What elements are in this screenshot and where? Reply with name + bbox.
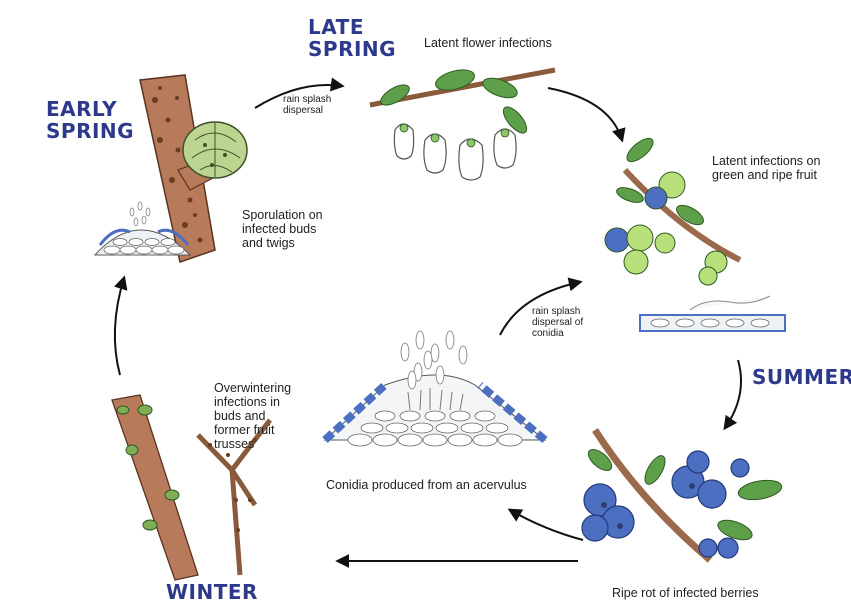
caption-sporulation-line-3: and twigs	[242, 236, 295, 250]
infected-flowers-illustration	[369, 67, 556, 181]
season-early-spring-line-2: SPRING	[46, 119, 135, 143]
arrow-label-rain-splash-2-line-1: rain splash	[532, 306, 581, 317]
caption-overwintering: Overwintering infections in buds and for…	[214, 381, 291, 451]
arrow-winter-to-early-spring	[113, 275, 128, 376]
caption-sporulation: Sporulation on infected buds and twigs	[242, 208, 323, 250]
arrow-early-to-late-spring	[254, 77, 345, 109]
caption-overwintering-line-1: Overwintering	[214, 381, 292, 395]
season-early-spring-line-1: EARLY	[46, 97, 118, 121]
caption-latent-fruit-line-1: Latent infections on	[712, 154, 821, 168]
latent-fruit-illustration	[604, 137, 786, 332]
arrow-label-rain-splash-2-line-2: dispersal of	[532, 317, 584, 328]
acervulus-illustration	[322, 330, 548, 447]
cycle-arrows	[113, 77, 742, 568]
arrow-label-rain-splash-conidia: rain splash dispersal of conidia	[532, 306, 583, 339]
caption-latent-fruit-line-2: green and ripe fruit	[712, 168, 817, 182]
ripe-rot-illustration	[581, 428, 783, 563]
caption-ripe-rot: Ripe rot of infected berries	[612, 586, 759, 600]
arrow-late-spring-to-summer	[547, 87, 626, 143]
arrow-label-rain-splash-2-line-3: conidia	[532, 328, 564, 339]
arrow-label-rain-splash-1-line-2: dispersal	[283, 105, 324, 116]
season-early-spring: EARLY SPRING	[46, 98, 134, 142]
arrow-summer-to-ripe-rot	[723, 359, 742, 431]
caption-overwintering-line-4: former fruit	[214, 423, 275, 437]
caption-overwintering-line-5: trusses	[214, 437, 255, 451]
season-late-spring-line-1: LATE	[308, 15, 364, 39]
sporulation-cross-section	[93, 201, 192, 256]
season-late-spring: LATE SPRING	[308, 16, 396, 60]
season-winter: WINTER	[166, 580, 258, 604]
caption-conidia: Conidia produced from an acervulus	[326, 478, 527, 492]
overwintering-shoots-illustration	[111, 394, 272, 581]
arrow-ripe-rot-to-conidia	[507, 508, 584, 541]
arrow-label-rain-splash-1-line-1: rain splash	[283, 94, 332, 105]
arrow-conidia-to-summer	[499, 277, 583, 336]
caption-latent-fruit: Latent infections on green and ripe frui…	[712, 154, 820, 182]
season-late-spring-line-2: SPRING	[308, 37, 397, 61]
caption-overwintering-line-2: infections in	[214, 395, 281, 409]
caption-latent-flower: Latent flower infections	[424, 36, 552, 50]
infected-twig-illustration	[139, 74, 248, 263]
arrow-label-rain-splash-dispersal: rain splash dispersal	[283, 94, 331, 116]
season-summer: SUMMER	[752, 365, 851, 389]
caption-sporulation-line-1: Sporulation on	[242, 208, 323, 222]
caption-sporulation-line-2: infected buds	[242, 222, 317, 236]
caption-overwintering-line-3: buds and	[214, 409, 266, 423]
